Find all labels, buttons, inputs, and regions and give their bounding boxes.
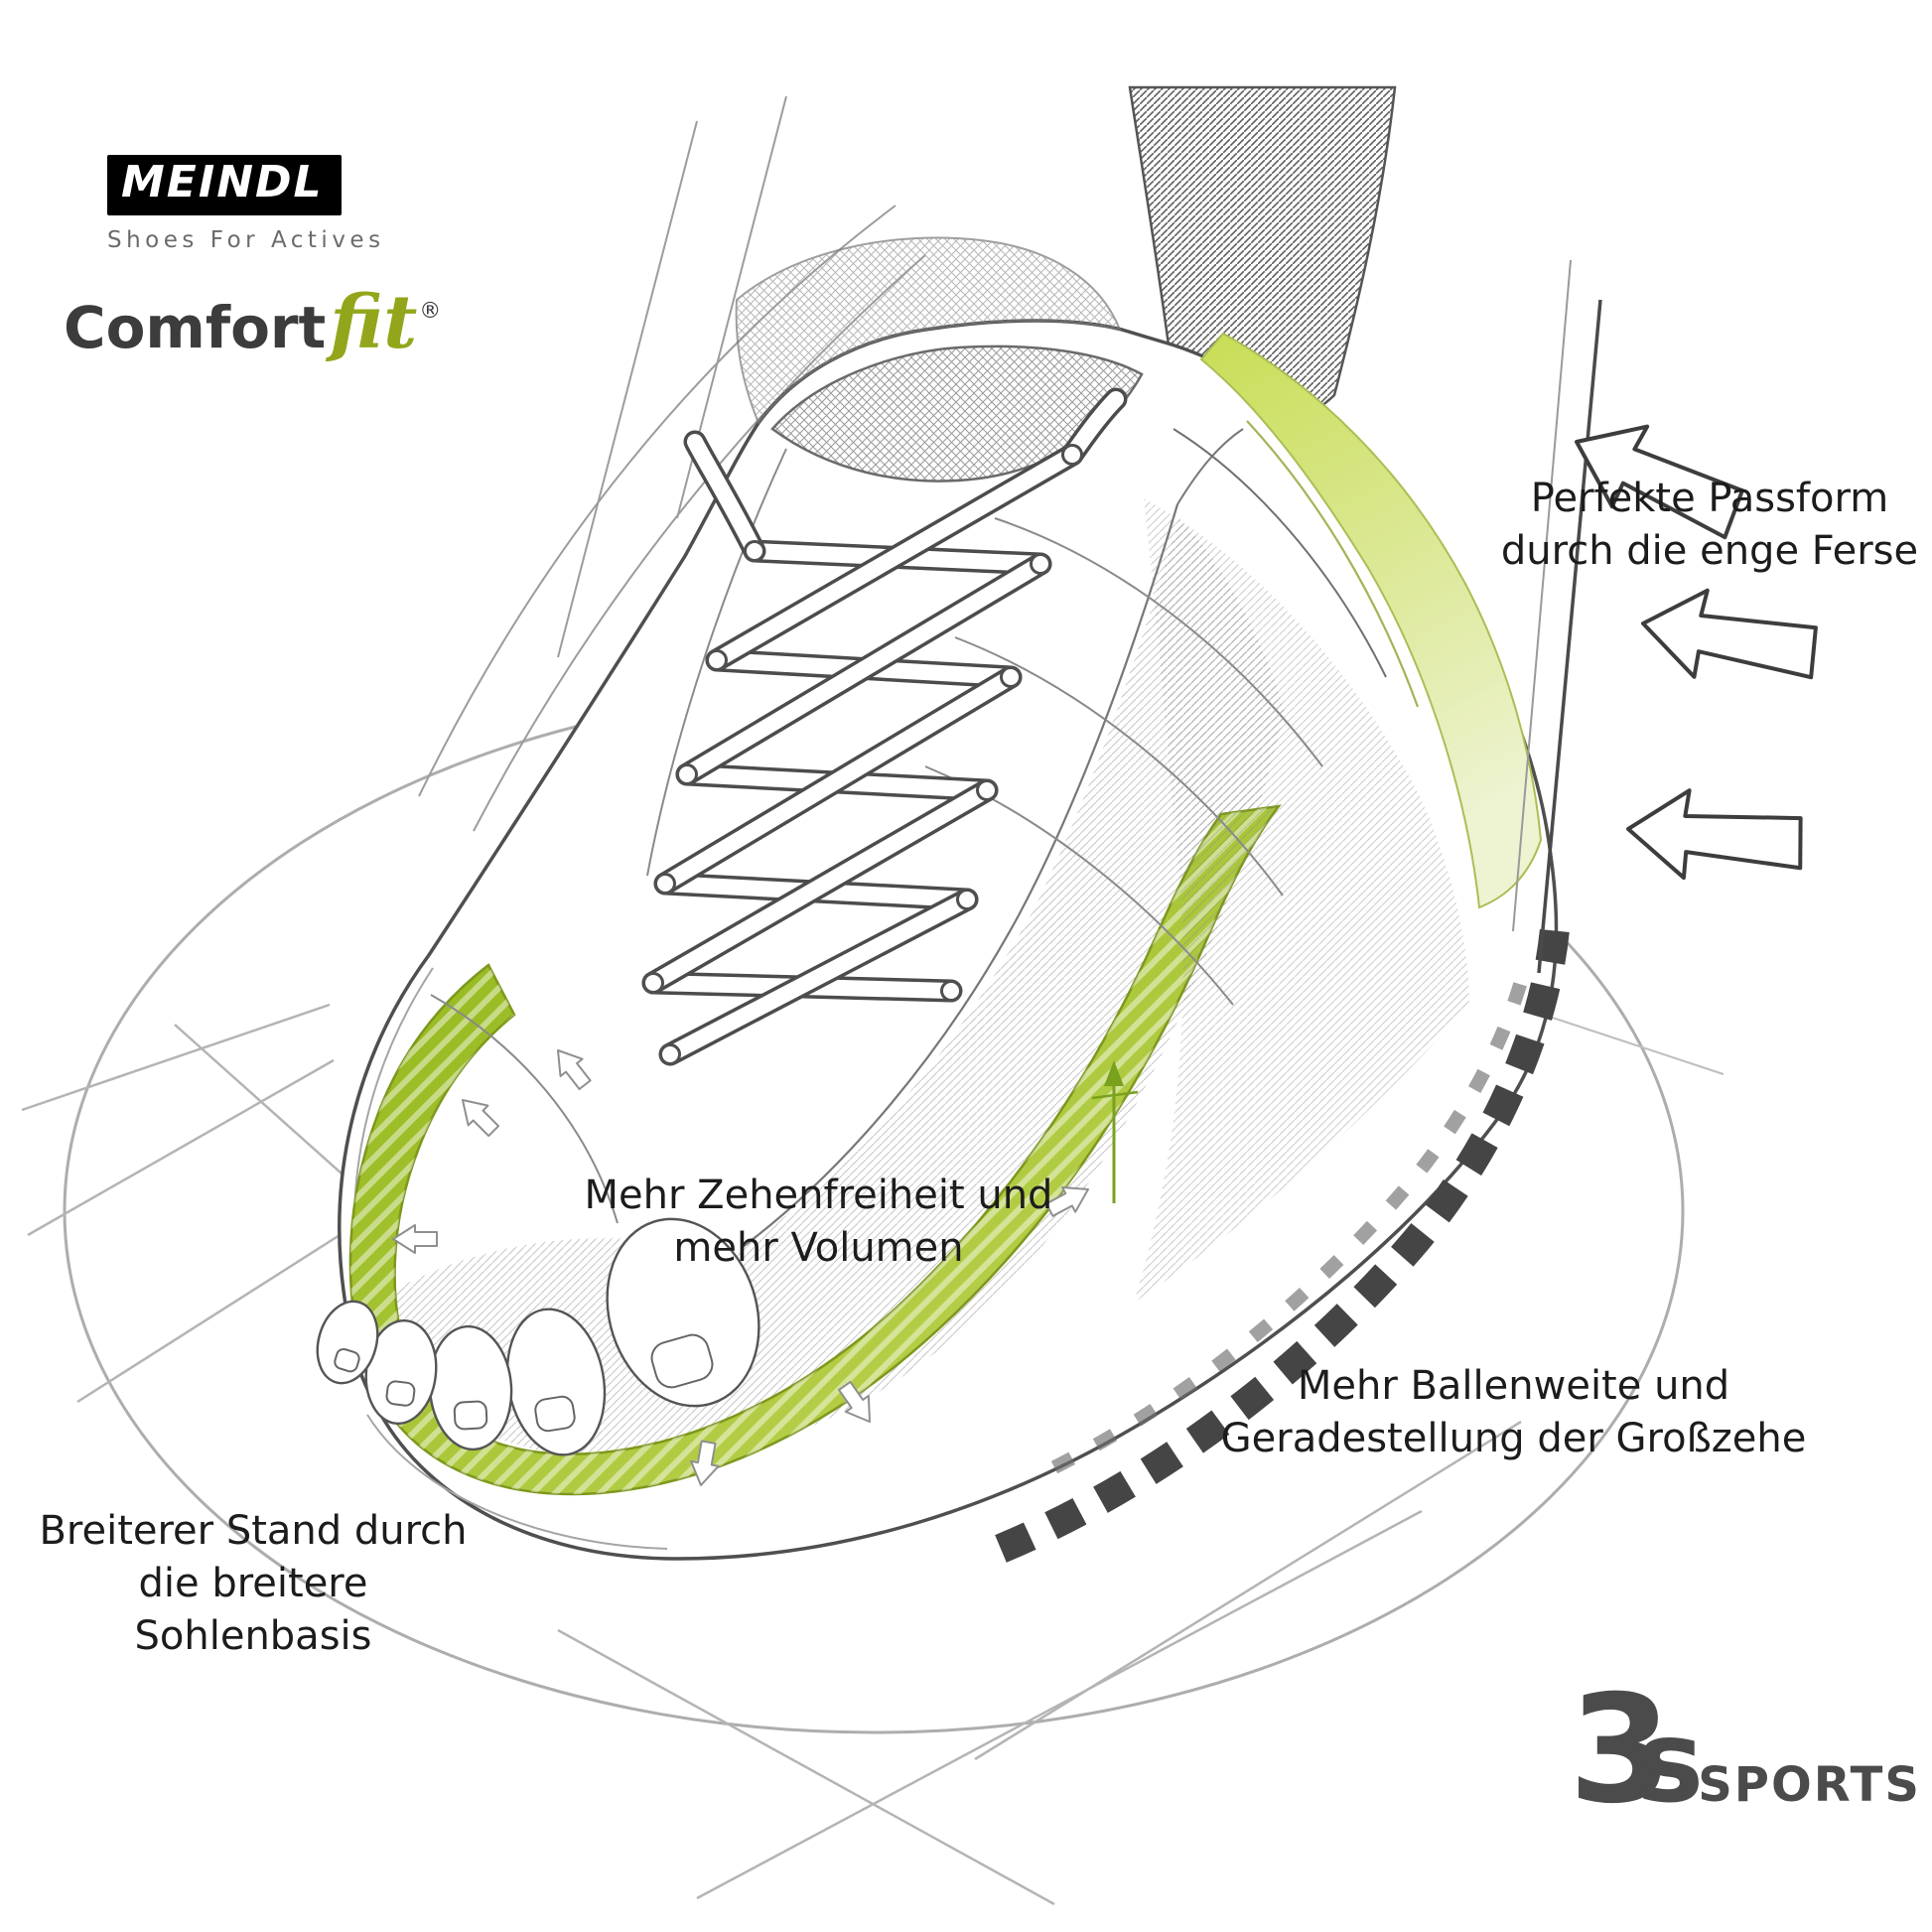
sole-tread — [995, 927, 1570, 1563]
meindl-wordmark: MEINDL — [107, 155, 342, 215]
toes — [316, 1217, 760, 1456]
annotation-heel-fit: Perfekte Passform durch die enge Ferse — [1491, 473, 1928, 578]
three-s-sports-logo: 3 s SPORTS — [1569, 1676, 1921, 1825]
logo-s: s — [1636, 1696, 1705, 1828]
registered-mark: ® — [419, 299, 442, 324]
upper-shading — [1134, 498, 1469, 1303]
annotation-line: Perfekte Passform — [1530, 476, 1889, 521]
annotation-line: Breiterer Stand durch — [39, 1508, 468, 1554]
logo-three: 3 — [1569, 1664, 1673, 1837]
fit-text: fit — [330, 280, 418, 365]
annotation-line: durch die enge Ferse — [1500, 527, 1919, 574]
meindl-text: MEINDL — [121, 157, 324, 207]
annotation-sole-base: Breiterer Stand durch die breitere Sohle… — [14, 1505, 492, 1662]
heel-arrow-icon — [1622, 783, 1809, 891]
comfortfit-logo: Comfortfit® — [64, 280, 441, 365]
heel-green-zone — [1199, 332, 1543, 909]
annotation-line: mehr Volumen — [673, 1224, 964, 1271]
green-measure-icon — [1091, 1060, 1139, 1203]
heel-arrow-icon — [1633, 578, 1825, 699]
heel-reference-line — [1512, 259, 1602, 974]
annotation-toe-freedom: Mehr Zehenfreiheit und mehr Volumen — [568, 1170, 1069, 1275]
annotation-line: Geradestellung der Großzehe — [1220, 1415, 1807, 1461]
logo-sports-text: SPORTS — [1698, 1757, 1921, 1813]
annotation-ball-width: Mehr Ballenweite und Geradestellung der … — [1203, 1360, 1824, 1465]
laces — [641, 387, 1128, 1066]
meindl-tagline: Shoes For Actives — [107, 227, 385, 253]
annotation-line: Mehr Zehenfreiheit und — [584, 1173, 1053, 1218]
collar-and-tongue — [735, 236, 1144, 483]
annotation-line: Mehr Ballenweite und — [1297, 1363, 1730, 1409]
annotation-line: die breitere Sohlenbasis — [134, 1560, 372, 1659]
meindl-logo: MEINDL Shoes For Actives — [107, 155, 385, 253]
comfort-text: Comfort — [64, 294, 327, 361]
